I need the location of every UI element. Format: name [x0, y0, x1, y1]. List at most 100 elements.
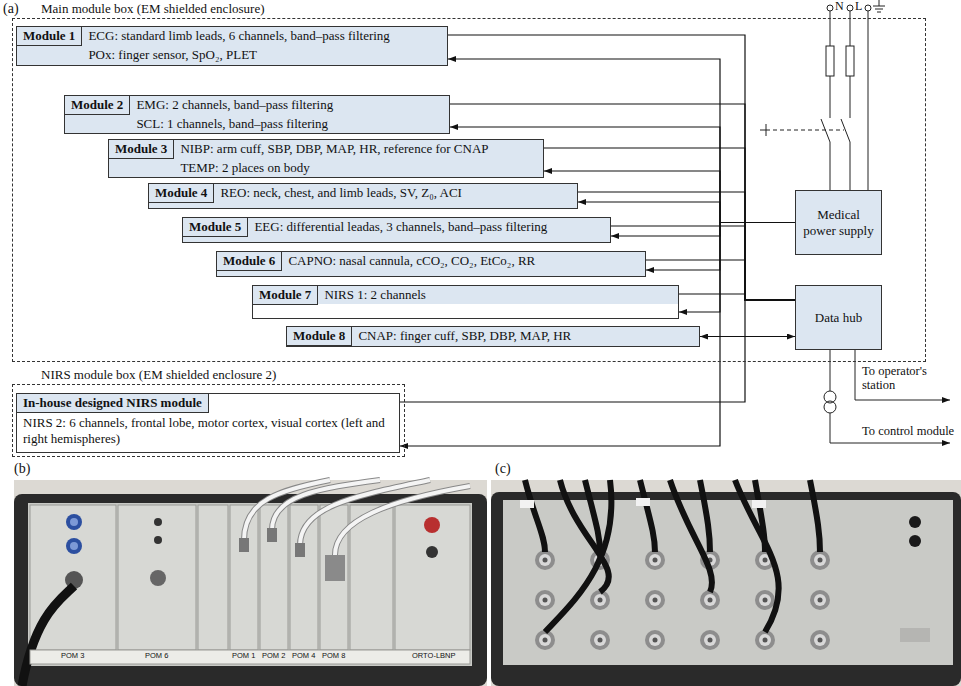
output-label: To operator's station: [862, 364, 958, 393]
connector-panel-photo: [700, 630, 720, 650]
rack-photo: [426, 546, 438, 558]
signal-description: ECG: standard limb leads, 6 channels, ba…: [82, 27, 447, 46]
rack-photo: [320, 505, 348, 650]
mains-wiring: [760, 124, 766, 136]
connector-line: [611, 223, 795, 237]
mains-wiring: [865, 5, 871, 11]
rack-photo: [22, 586, 74, 686]
connector-panel-photo: [590, 630, 610, 650]
data-hub-box: Data hub: [795, 285, 882, 350]
rack-photo: [395, 505, 470, 650]
mains-wiring: [847, 5, 853, 11]
enclosure-box: Module 1ECG: standard limb leads, 6 chan…: [12, 18, 926, 362]
connector-panel-photo: [735, 480, 779, 632]
module-box: Module 8CNAP: finger cuff, SBP, DBP, MAP…: [286, 326, 700, 347]
slot-label: ORTO-LBNP: [412, 652, 455, 661]
signal-description: EEG: differential leadas, 3 channels, ba…: [248, 218, 610, 237]
connector-panel-photo: [755, 590, 775, 610]
rack-photo: [198, 505, 228, 650]
rack-photo: [30, 650, 470, 664]
enclosure-title: Main module box (EM shielded enclosure): [41, 1, 264, 17]
connector-line: [544, 171, 795, 223]
module-name: Module 3: [109, 140, 174, 159]
module-name: Module 5: [183, 218, 248, 237]
output-wiring: [830, 350, 831, 391]
signal-description: EMG: 2 channels, band–pass filtering: [130, 96, 449, 115]
connector-panel-photo: [645, 630, 665, 650]
connector-panel-photo: [491, 480, 961, 686]
connector-panel-photo: [525, 480, 820, 632]
module-box: Module 7NIRS 1: 2 channels: [252, 285, 679, 319]
rack-photo: [14, 494, 487, 686]
rack-photo: [272, 480, 380, 530]
output-label: To control module: [862, 424, 954, 438]
slot-label: POM 6: [145, 652, 168, 661]
terminal-label: L: [855, 0, 862, 14]
module-name: Module 2: [65, 96, 130, 115]
module-name: Module 6: [217, 252, 282, 271]
panel-label: (b): [14, 461, 30, 477]
module-box: Module 4REO: neck, chest, and limb leads…: [148, 183, 578, 209]
rack-photo: [300, 480, 430, 545]
connector-panel-photo: [752, 500, 766, 508]
slot-label: POM 1: [232, 652, 255, 661]
connector-panel-photo: [560, 480, 609, 592]
signal-description: CNAP: finger cuff, SBP, DBP, MAP, HR: [352, 327, 699, 346]
connector-panel-photo: [491, 480, 961, 686]
rack-photo: [154, 518, 162, 526]
rack-photo: [70, 542, 78, 550]
module-box: Module 3NIBP: arm cuff, SBP, DBP, MAP, H…: [108, 139, 544, 178]
mains-wiring: [827, 5, 833, 11]
mains-wiring: [850, 11, 851, 190]
connector-panel-photo: [535, 550, 555, 570]
connector-panel-photo: [503, 500, 953, 665]
module-box: In-house designed NIRS moduleNIRS 2: 6 c…: [16, 393, 400, 453]
rack-photo: [70, 518, 78, 526]
connector-panel-photo: [636, 498, 650, 506]
slot-label: POM 2: [262, 652, 285, 661]
module-name: Module 7: [253, 286, 318, 305]
enclosure-title: NIRS module box (EM shielded enclosure 2…: [41, 367, 276, 383]
signal-description: NIBP: arm cuff, SBP, DBP, MAP, HR, refer…: [174, 140, 543, 159]
connector-panel-photo: [909, 535, 921, 547]
rack-photo: [244, 480, 470, 555]
module-name: In-house designed NIRS module: [17, 394, 209, 413]
slot-label: POM 4: [292, 652, 315, 661]
rack-photo: [150, 570, 166, 586]
connector-panel-photo: [525, 480, 545, 552]
mains-wiring: [873, 0, 885, 12]
mains-wiring: [830, 11, 831, 190]
connector-panel-photo: [535, 590, 555, 610]
connector-panel-photo: [810, 480, 820, 552]
connector-panel-photo: [909, 516, 921, 528]
rack-photo: [66, 514, 82, 530]
connector-panel-photo: [545, 480, 611, 632]
connector-panel-photo: [755, 630, 775, 650]
connector-panel-photo: [520, 500, 534, 508]
connector-panel-photo: [645, 590, 665, 610]
signal-description: POx: finger sensor, SpO₂, PLET: [82, 46, 447, 64]
connector-panel-photo: [491, 492, 961, 686]
mains-wiring: [841, 119, 850, 142]
connector-panel-photo: [700, 480, 710, 552]
connector-line: [578, 192, 795, 300]
rack-photo: [424, 517, 440, 533]
rack-photo: [30, 505, 470, 650]
rack-photo: [14, 480, 487, 686]
slot-label: POM 8: [322, 652, 345, 661]
output-wiring: [824, 401, 836, 413]
panel-label: (c): [495, 461, 511, 477]
mains-wiring: [826, 46, 834, 76]
connector-panel-photo: [810, 630, 830, 650]
connector-panel-photo: [535, 630, 555, 650]
connector-line: [679, 223, 795, 313]
connector-panel-photo: [645, 550, 665, 570]
connector-panel-photo: [900, 628, 930, 642]
signal-description: NIRS 1: 2 channels: [318, 286, 678, 305]
signal-description: CAPNO: nasal cannula, cCO₂, CO₂, EtCo₂, …: [282, 252, 645, 271]
connector-line: [679, 294, 795, 300]
rack-photo: [66, 538, 82, 554]
rack-photo: [239, 538, 249, 552]
rack-photo: [295, 543, 305, 557]
